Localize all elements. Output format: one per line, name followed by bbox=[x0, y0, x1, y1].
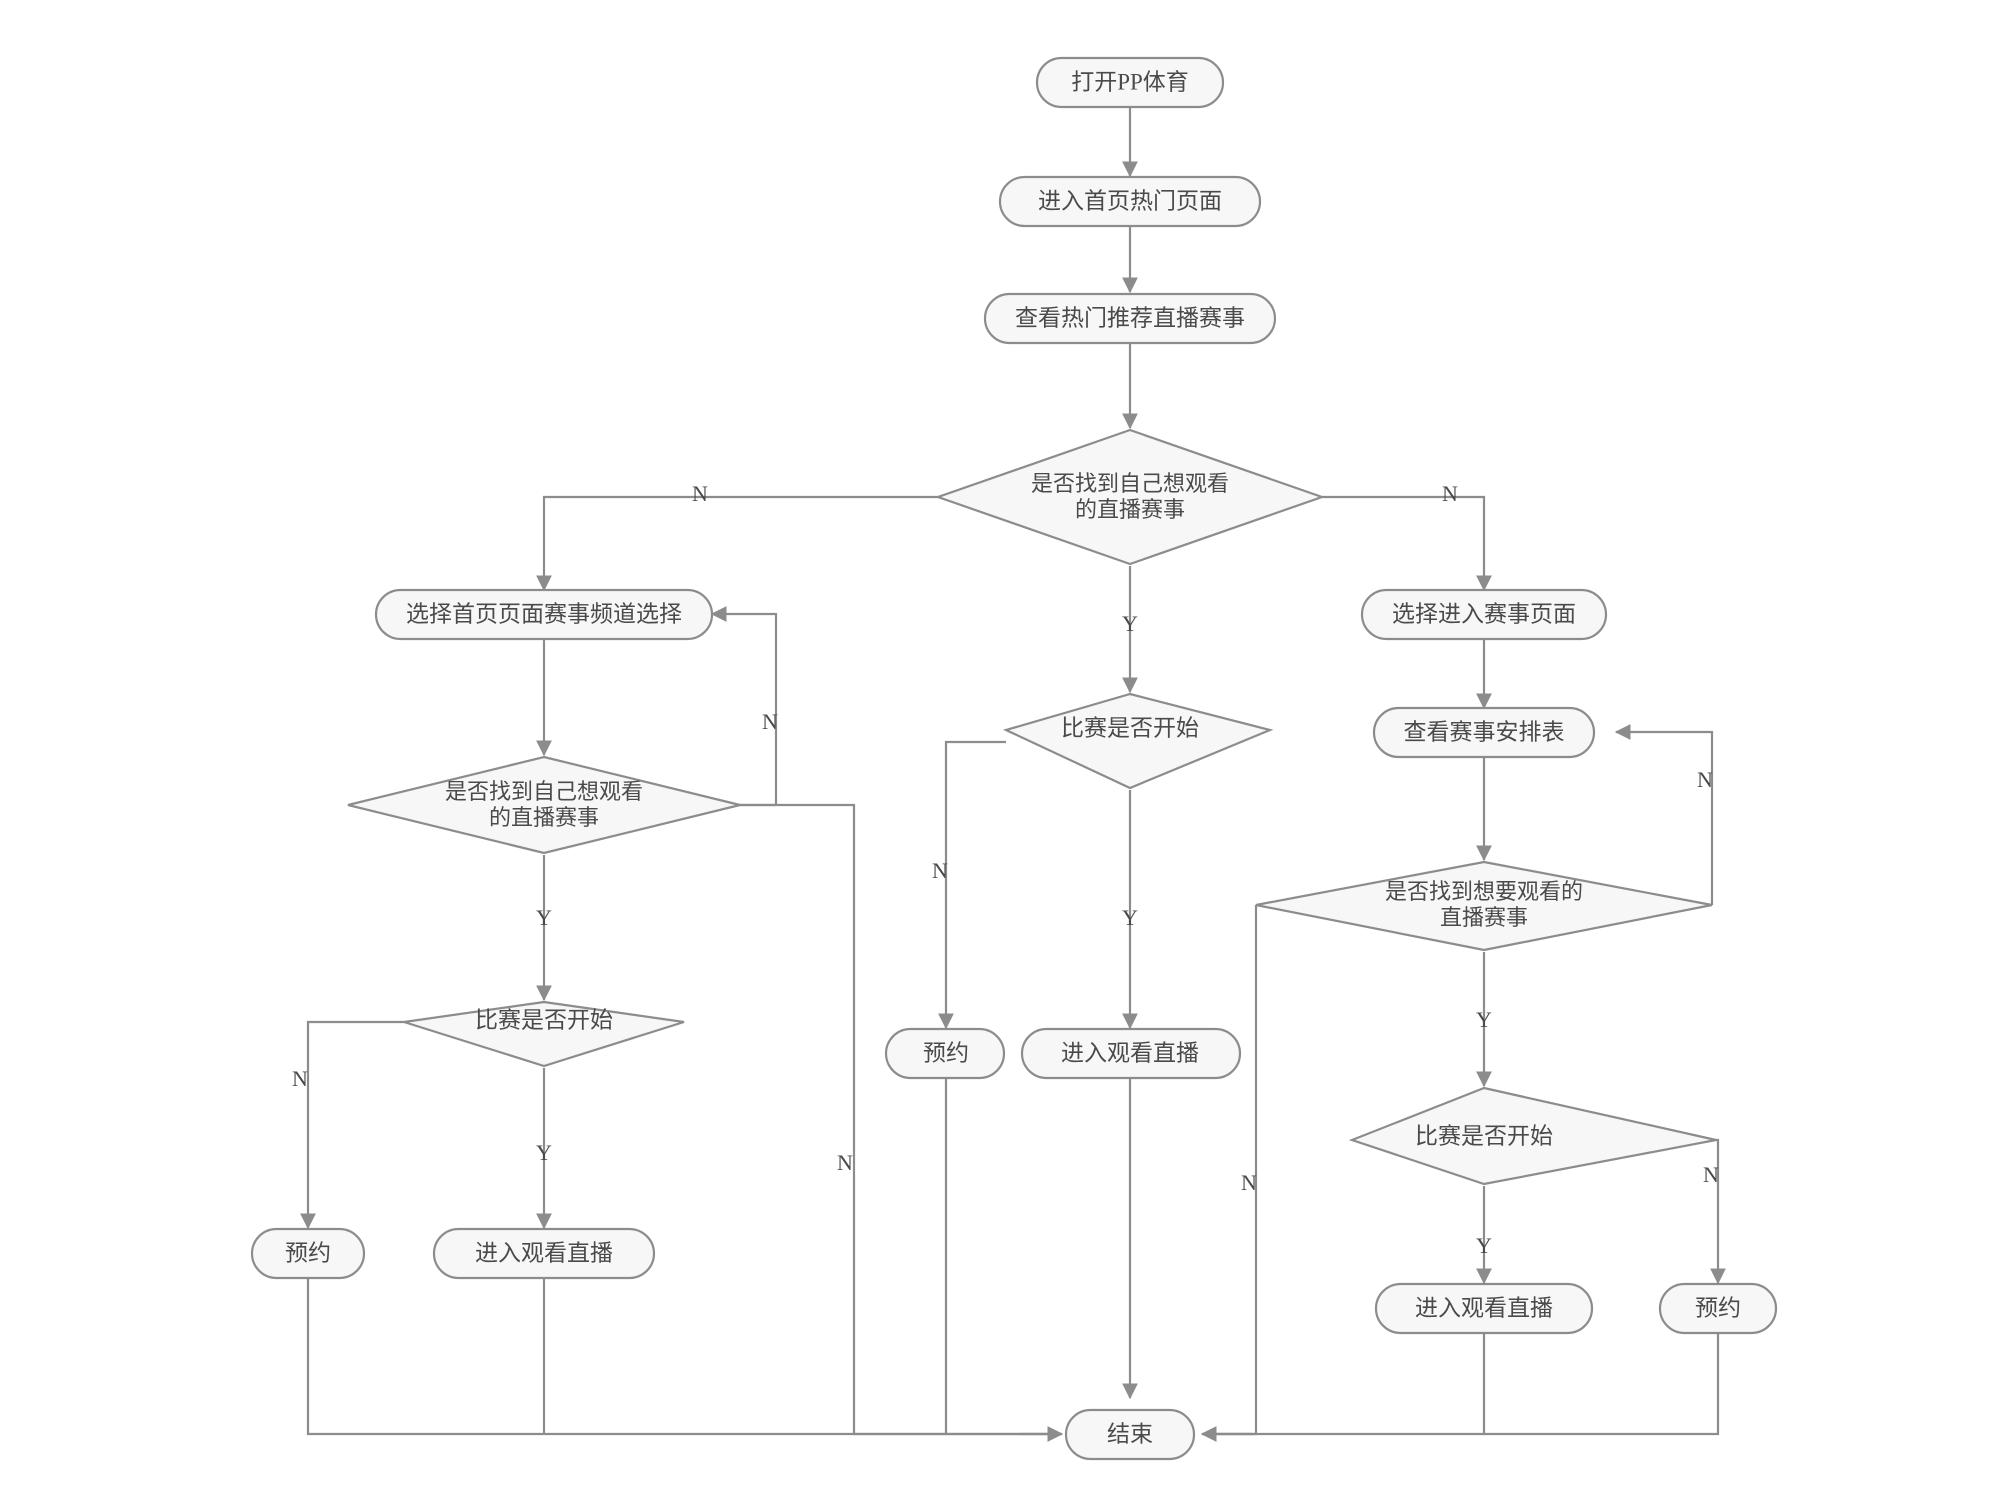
decision-label-line1: 是否找到自己想观看 bbox=[1031, 471, 1229, 496]
decision-label-line2: 的直播赛事 bbox=[489, 805, 599, 830]
edge-n5-end bbox=[306, 1278, 1060, 1436]
edge-label-d2-d3: Y bbox=[536, 905, 552, 930]
edge-d1-n9 bbox=[1322, 495, 1492, 592]
node-label: 结束 bbox=[1107, 1421, 1153, 1446]
node-select-home-channel[interactable]: 选择首页页面赛事频道选择 bbox=[374, 588, 714, 641]
node-enter-event-page[interactable]: 选择进入赛事页面 bbox=[1360, 588, 1608, 641]
edge-label-d5-d6: Y bbox=[1476, 1007, 1492, 1032]
node-reserve-left[interactable]: 预约 bbox=[250, 1227, 366, 1280]
decision-found-desired-live-channel[interactable]: 是否找到自己想观看 的直播赛事 bbox=[347, 755, 741, 855]
edge-layer bbox=[300, 107, 1726, 1442]
node-view-schedule[interactable]: 查看赛事安排表 bbox=[1372, 706, 1596, 759]
edge-d6-n12 bbox=[1710, 1138, 1726, 1285]
node-label: 预约 bbox=[923, 1040, 969, 1065]
edge-label-d1-d4: Y bbox=[1122, 611, 1138, 636]
edge-label-d5-n10: N bbox=[1697, 767, 1713, 792]
edge-d5-n10 bbox=[1614, 724, 1714, 905]
decision-found-desired-live-home[interactable]: 是否找到自己想观看 的直播赛事 bbox=[934, 428, 1326, 566]
edge-label-layer: N N Y N N Y N Y N Y N N Y N Y bbox=[292, 481, 1719, 1258]
node-label: 打开PP体育 bbox=[1071, 69, 1189, 94]
node-view-hot-recommended-live[interactable]: 查看热门推荐直播赛事 bbox=[983, 292, 1277, 345]
node-label: 预约 bbox=[285, 1240, 331, 1265]
node-label: 查看赛事安排表 bbox=[1404, 719, 1565, 744]
edge-label-d3-n6: Y bbox=[536, 1140, 552, 1165]
edge-label-d5-end: N bbox=[1241, 1170, 1257, 1195]
node-label: 预约 bbox=[1695, 1295, 1741, 1320]
node-open-app[interactable]: 打开PP体育 bbox=[1035, 56, 1225, 109]
node-watch-live-left[interactable]: 进入观看直播 bbox=[432, 1227, 656, 1280]
node-label: 查看热门推荐直播赛事 bbox=[1015, 305, 1245, 330]
edge-label-d3-n5: N bbox=[292, 1066, 308, 1091]
decision-label: 比赛是否开始 bbox=[1415, 1123, 1553, 1148]
node-label: 选择进入赛事页面 bbox=[1392, 601, 1576, 626]
edge-label-d1-n9: N bbox=[1442, 481, 1458, 506]
node-label: 进入首页热门页面 bbox=[1038, 188, 1222, 213]
edge-label-d4-n7: N bbox=[932, 858, 948, 883]
decision-found-desired-live-schedule[interactable]: 是否找到想要观看的 直播赛事 bbox=[1255, 860, 1713, 952]
edge-d4-n7 bbox=[938, 740, 1006, 1030]
decision-label-line2: 直播赛事 bbox=[1440, 905, 1528, 930]
node-end[interactable]: 结束 bbox=[1064, 1408, 1196, 1461]
decision-label-line1: 是否找到自己想观看 bbox=[445, 779, 643, 804]
node-watch-live-right[interactable]: 进入观看直播 bbox=[1374, 1282, 1594, 1335]
edge-label-d2-n4: N bbox=[762, 709, 778, 734]
node-label: 选择首页页面赛事频道选择 bbox=[406, 601, 682, 626]
node-enter-home-hot-page[interactable]: 进入首页热门页面 bbox=[998, 175, 1262, 228]
decision-match-started-left[interactable]: 比赛是否开始 bbox=[403, 1000, 685, 1068]
node-reserve-center[interactable]: 预约 bbox=[884, 1027, 1006, 1080]
edge-n11-end bbox=[1208, 1333, 1486, 1436]
edge-d1-n4 bbox=[536, 495, 938, 592]
node-layer: 打开PP体育 进入首页热门页面 查看热门推荐直播赛事 是否找到自己想观看 的直播… bbox=[250, 56, 1778, 1461]
edge-label-d6-n11: Y bbox=[1476, 1233, 1492, 1258]
edge-d2-end bbox=[740, 803, 1060, 1436]
edge-label-d2-end: N bbox=[837, 1150, 853, 1175]
decision-label: 比赛是否开始 bbox=[1061, 715, 1199, 740]
node-label: 进入观看直播 bbox=[475, 1240, 613, 1265]
edge-label-d4-n8: Y bbox=[1122, 905, 1138, 930]
decision-match-started-center[interactable]: 比赛是否开始 bbox=[1002, 692, 1274, 790]
decision-match-started-right[interactable]: 比赛是否开始 bbox=[1348, 1086, 1717, 1186]
edge-label-d6-n12: N bbox=[1703, 1162, 1719, 1187]
node-watch-live-center[interactable]: 进入观看直播 bbox=[1020, 1027, 1242, 1080]
node-label: 进入观看直播 bbox=[1061, 1040, 1199, 1065]
edge-n12-end bbox=[1484, 1333, 1720, 1436]
edge-label-d1-n4: N bbox=[692, 481, 708, 506]
decision-label: 比赛是否开始 bbox=[475, 1007, 613, 1032]
decision-label-line2: 的直播赛事 bbox=[1075, 497, 1185, 522]
node-label: 进入观看直播 bbox=[1415, 1295, 1553, 1320]
node-reserve-right[interactable]: 预约 bbox=[1658, 1282, 1778, 1335]
edge-d3-n5 bbox=[300, 1020, 404, 1230]
decision-label-line1: 是否找到想要观看的 bbox=[1385, 879, 1583, 904]
